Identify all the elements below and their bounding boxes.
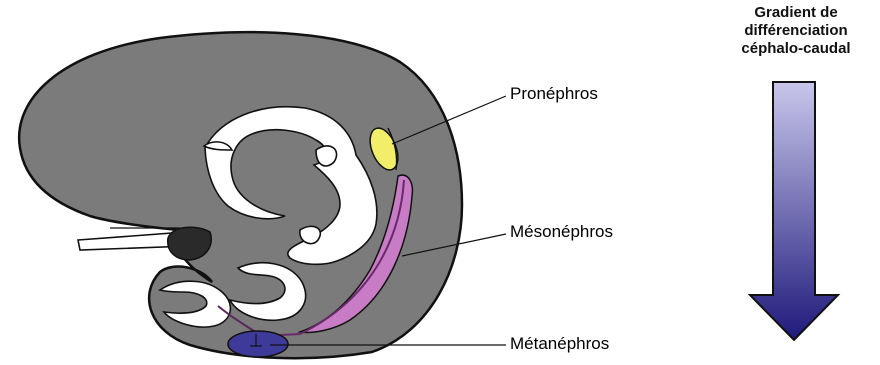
gradient-title-line-3: céphalo-caudal: [712, 40, 880, 58]
label-mesonephros: Mésonéphros: [510, 222, 613, 242]
cavity-loop-right: [316, 146, 337, 166]
label-metanephros: Métanéphros: [510, 334, 609, 354]
metanephros-organ: [228, 331, 288, 357]
gradient-title: Gradient de différenciation céphalo-caud…: [712, 4, 880, 58]
gradient-arrow: [750, 82, 838, 340]
label-pronephros: Pronéphros: [510, 84, 598, 104]
gradient-title-line-2: différenciation: [712, 22, 880, 40]
cavity-knot: [300, 226, 321, 243]
gradient-title-line-1: Gradient de: [712, 4, 880, 22]
